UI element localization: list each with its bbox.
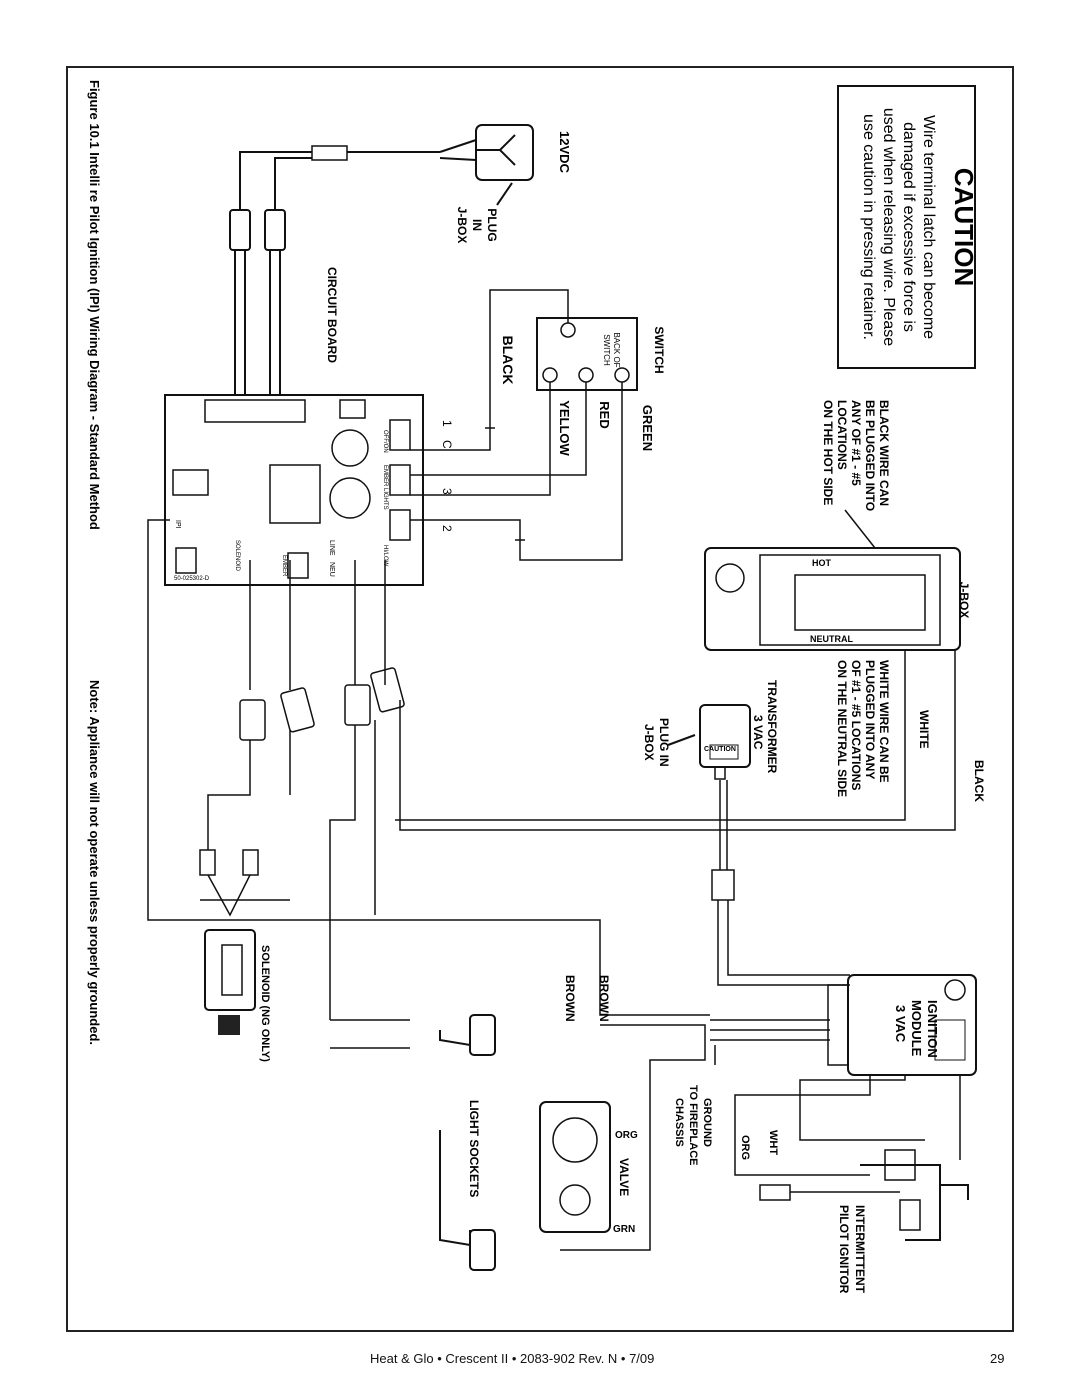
- solenoid-lead: [207, 874, 251, 917]
- board-ember-lights: EMBER LIGHTS: [382, 465, 388, 510]
- transformer-label-1: TRANSFORMER: [765, 680, 779, 774]
- white-wire-note-2: PLUGGED INTO ANY: [863, 660, 877, 779]
- hot-label: HOT: [812, 558, 832, 568]
- valve-org-label: ORG: [615, 1130, 638, 1141]
- valve-label: VALVE: [617, 1158, 631, 1196]
- board-number-2: 2: [440, 525, 454, 532]
- red-wire-label: RED: [597, 401, 612, 428]
- light-sockets-label: LIGHT SOCKETS: [467, 1100, 481, 1197]
- neutral-label: NEUTRAL: [810, 634, 853, 644]
- 12v-wires: [229, 151, 440, 395]
- black-wire-note-4: LOCATIONS: [835, 400, 849, 470]
- white-wire-note-1: WHITE WIRE CAN BE: [877, 660, 891, 783]
- brown-label-1: BROWN: [597, 975, 611, 1022]
- white-wire-note-4: ON THE NEUTRAL SIDE: [835, 660, 849, 797]
- switch-terminal: [614, 367, 630, 383]
- black-wire-note-2: BE PLUGGED INTO: [863, 400, 877, 511]
- switch-terminal: [560, 322, 576, 338]
- white-label: WHITE: [917, 710, 931, 749]
- j-box-label: J-BOX: [957, 582, 971, 619]
- ignition-module-label-1: IGNITION: [925, 1000, 940, 1058]
- switch-wires: [410, 289, 623, 561]
- solenoid-label: SOLENOID (NG ONLY): [259, 945, 271, 1062]
- connector: [199, 849, 216, 876]
- black-note-arrow: [844, 509, 876, 549]
- org2-label: ORG: [739, 1135, 751, 1160]
- white-wire-note-3: OF #1 - #5 LOCATIONS: [849, 660, 863, 790]
- plug-in-mid-2: J-BOX: [642, 724, 656, 761]
- board-number-c: C: [440, 440, 454, 449]
- switch-terminal: [578, 367, 594, 383]
- transformer-arrow: [667, 734, 696, 746]
- pilot-ignitor: [759, 1149, 969, 1241]
- ground-label-3: CHASSIS: [673, 1098, 685, 1147]
- ignition-module-label-3: 3 VAC: [893, 1005, 908, 1043]
- yellow-wire-label: YELLOW: [557, 400, 572, 456]
- figure-caption: Figure 10.1 Intelli re Pilot Ignition (I…: [87, 80, 102, 530]
- board-part-number: 50-025302-D: [174, 576, 210, 582]
- grounding-note: Note: Appliance will not operate unless …: [87, 680, 102, 1045]
- footer-text: Heat & Glo • Crescent II • 2083-902 Rev.…: [370, 1351, 655, 1366]
- board-ember: EMBER: [281, 555, 287, 577]
- main-wires: [147, 519, 961, 1251]
- circuit-board: [164, 394, 424, 586]
- wht-label: WHT: [767, 1130, 779, 1155]
- black-wire-note-1: BLACK WIRE CAN: [877, 400, 891, 506]
- transformer: [699, 704, 751, 780]
- transformer-caution: CAUTION: [704, 746, 736, 753]
- board-off-on: OFF/ON: [382, 430, 388, 453]
- black-wire-label: BLACK: [500, 336, 516, 385]
- pilot-ignitor-label-1: INTERMITTENT: [853, 1205, 867, 1294]
- ground-label-1: GROUND: [701, 1098, 713, 1147]
- diagram-frame: [66, 66, 1014, 1332]
- black-right-label: BLACK: [972, 760, 986, 802]
- solenoid: [204, 929, 256, 1035]
- board-line: LINE: [328, 540, 335, 556]
- green-wire-label: GREEN: [640, 405, 655, 451]
- switch-body: [536, 317, 638, 391]
- board-ipi: IPI: [174, 520, 181, 529]
- brown-label-2: BROWN: [563, 975, 577, 1022]
- switch-label: SWITCH: [652, 326, 666, 373]
- gas-valve: [539, 1101, 611, 1233]
- caution-line-4: use caution in pressing retainer.: [860, 114, 877, 340]
- board-number-3: 3: [440, 488, 454, 495]
- caution-line-1: Wire terminal latch can become: [920, 115, 937, 339]
- plug-in-label-jbox: J-BOX: [455, 207, 469, 244]
- plug-in-label: PLUG: [485, 208, 499, 241]
- ground-label-2: TO FIREPLACE: [687, 1085, 699, 1165]
- switch-terminal: [542, 367, 558, 383]
- 12vdc-label: 12VDC: [557, 131, 572, 174]
- caution-line-2: damaged if excessive force is: [900, 122, 917, 332]
- board-neu: NEU: [328, 562, 335, 577]
- ignition-module: [827, 974, 977, 1076]
- plug-arrow: [496, 182, 513, 206]
- board-solenoid: SOLENOID: [234, 540, 240, 572]
- connector: [242, 849, 259, 876]
- board-hi-low: HI/LOW: [382, 545, 388, 567]
- circuit-board-label: CIRCUIT BOARD: [325, 267, 339, 363]
- plug-in-label-in: IN: [470, 219, 484, 231]
- valve-grn-label: GRN: [613, 1224, 635, 1235]
- board-number-1: 1: [440, 420, 454, 427]
- page-number: 29: [990, 1351, 1005, 1366]
- ignition-module-label-2: MODULE: [909, 1000, 924, 1057]
- pilot-ignitor-label-2: PILOT IGNITOR: [837, 1205, 851, 1294]
- plug-in-mid-1: PLUG IN: [657, 718, 671, 767]
- caution-line-3: used when releasing wire. Please: [880, 108, 897, 346]
- back-of-switch-2: SWITCH: [602, 334, 611, 366]
- j-box: [704, 547, 961, 651]
- back-of-switch-1: BACK OF: [612, 332, 621, 367]
- caution-title: CAUTION: [949, 168, 979, 286]
- caution-box: [837, 85, 976, 369]
- transformer-label-2: 3 VAC: [751, 715, 765, 750]
- light-sockets: [439, 1014, 496, 1271]
- black-wire-note-5: ON THE HOT SIDE: [821, 400, 835, 505]
- black-wire-note-3: ANY OF #1 - #5: [849, 400, 863, 486]
